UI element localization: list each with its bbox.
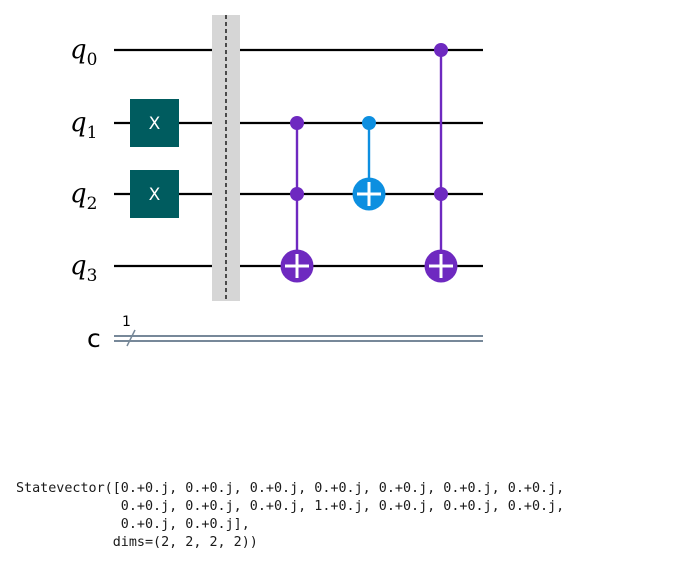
output-line: Statevector([0.+0.j, 0.+0.j, 0.+0.j, 0.+…	[16, 481, 565, 496]
x-gate-label: X	[149, 185, 161, 205]
classical-bundle-width: 1	[122, 314, 131, 330]
classical-bundle-slash	[126, 329, 136, 347]
output-line: dims=(2, 2, 2, 2))	[16, 535, 258, 550]
x-gate-q1: X	[130, 99, 179, 147]
control-dot-q1	[362, 116, 376, 130]
output-line: 0.+0.j, 0.+0.j, 0.+0.j, 1.+0.j, 0.+0.j, …	[16, 499, 565, 514]
barrier	[212, 15, 240, 301]
statevector-output: Statevector([0.+0.j, 0.+0.j, 0.+0.j, 0.+…	[16, 480, 564, 552]
x-gate-label: X	[149, 114, 161, 134]
cnot-gate	[352, 116, 386, 211]
x-gate-q2: X	[130, 170, 179, 218]
qubit-label-2: q2	[70, 179, 97, 214]
output-line: 0.+0.j, 0.+0.j],	[16, 517, 250, 532]
qubit-labels: q0 q1 q2 q3 c	[70, 35, 101, 353]
quantum-circuit-diagram: 1 q0 q1 q2 q3 c X X	[70, 15, 483, 353]
qubit-label-0: q0	[70, 35, 97, 70]
toffoli-gate-1	[280, 116, 314, 283]
classical-wire: 1	[114, 314, 483, 347]
control-dot-q2	[290, 187, 304, 201]
control-dot-q2	[434, 187, 448, 201]
qubit-label-1: q1	[70, 108, 97, 143]
qubit-wires	[114, 48, 483, 268]
toffoli-gate-2	[424, 43, 458, 283]
qubit-label-3: q3	[70, 251, 97, 286]
classical-register-label: c	[87, 324, 101, 353]
control-dot-q1	[290, 116, 304, 130]
control-dot-q0	[434, 43, 448, 57]
